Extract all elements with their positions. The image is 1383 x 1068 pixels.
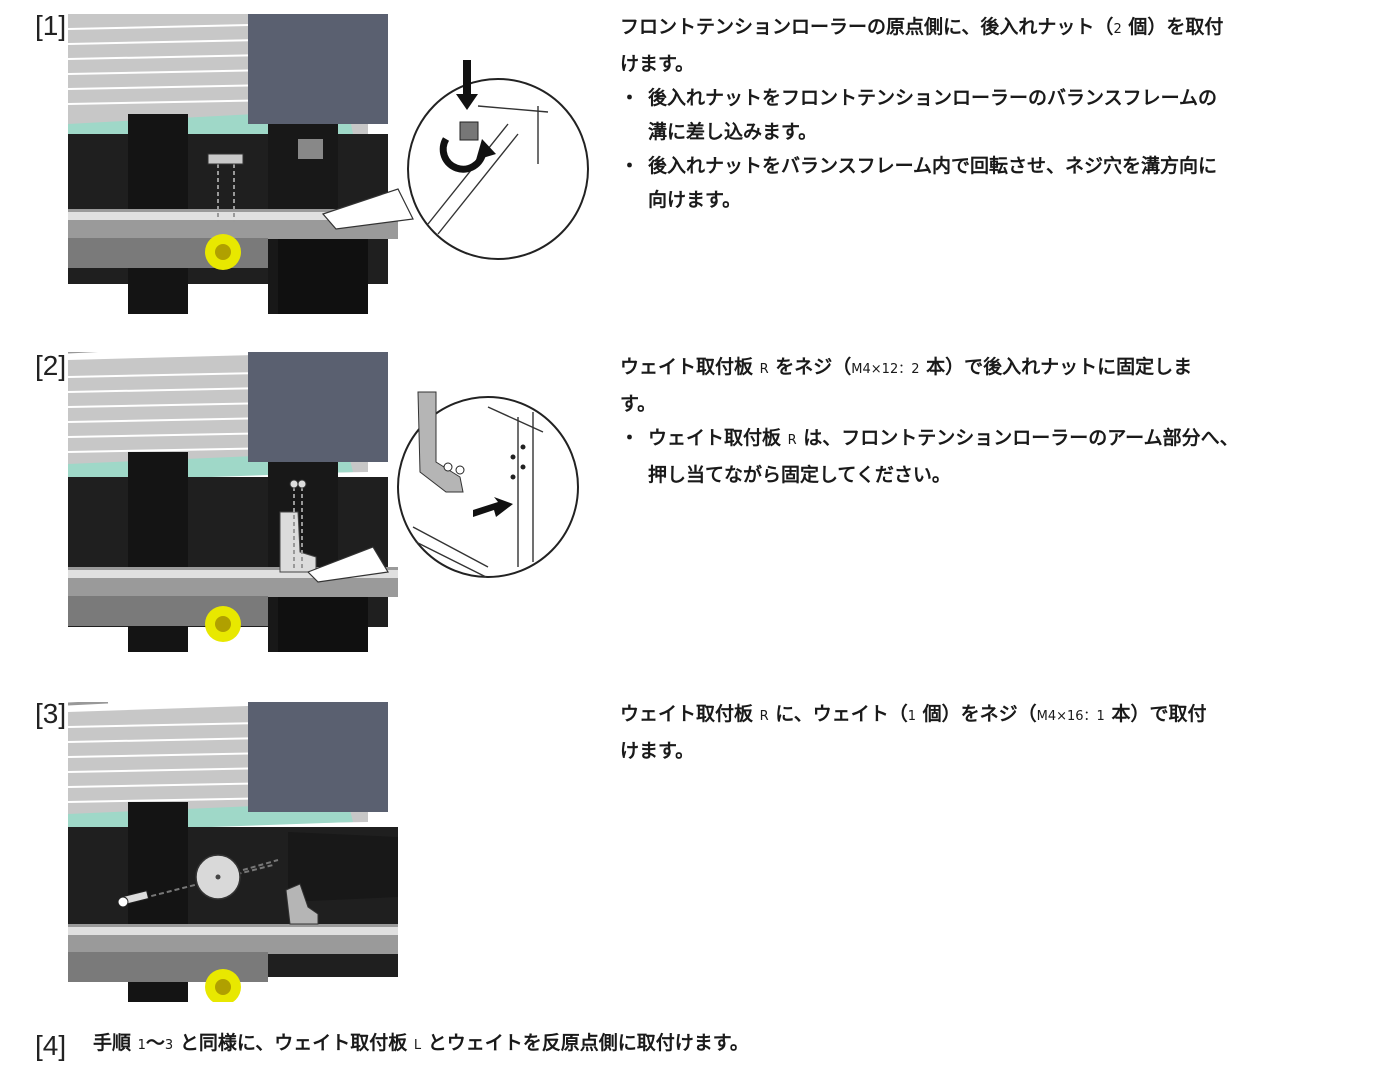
bullet-item: ・ 後入れナットをフロントテンションローラーのバランスフレームの 溝に差し込みま… (620, 87, 1218, 143)
step-number: [4] (35, 1030, 67, 1061)
step-intro-cont: す。 (620, 393, 657, 415)
step-number: [1] (35, 10, 67, 41)
step-illustration (68, 352, 590, 652)
step-number: [2] (35, 350, 67, 381)
bullet-item: ・ ウェイト取付板 R は、フロントテンションローラーのアーム部分へ、 押し当て… (620, 427, 1239, 486)
step-intro: フロントテンションローラーの原点側に、後入れナット（2 個）を取付 (620, 16, 1224, 38)
step-instructions: ウェイト取付板 R に、ウェイト（1 個）をネジ（M4×16：1 本）で取付 け… (620, 697, 1370, 768)
step-illustration (68, 14, 590, 314)
step-instructions: フロントテンションローラーの原点側に、後入れナット（2 個）を取付 けます。 ・… (620, 10, 1370, 217)
step-instructions: ウェイト取付板 R をネジ（M4×12：2 本）で後入れナットに固定しま す。 … (620, 350, 1370, 492)
printer-illustration (68, 14, 589, 314)
step-number: [3] (35, 698, 67, 729)
printer-illustration (68, 352, 579, 652)
step-instructions: 手順 1～3 と同様に、ウェイト取付板 L とウェイトを反原点側に取付けます。 (93, 1026, 1293, 1063)
step-illustration (68, 702, 408, 1002)
step-intro-cont: けます。 (620, 53, 695, 75)
bullet-item: ・ 後入れナットをバランスフレーム内で回転させ、ネジ穴を溝方向に 向けます。 (620, 155, 1218, 211)
step-intro: 手順 1～3 と同様に、ウェイト取付板 L とウェイトを反原点側に取付けます。 (93, 1032, 749, 1054)
step-intro: ウェイト取付板 R をネジ（M4×12：2 本）で後入れナットに固定しま (620, 356, 1193, 378)
step-intro: ウェイト取付板 R に、ウェイト（1 個）をネジ（M4×16：1 本）で取付 (620, 703, 1207, 725)
step-intro-cont: けます。 (620, 740, 695, 762)
printer-illustration (68, 702, 398, 1002)
